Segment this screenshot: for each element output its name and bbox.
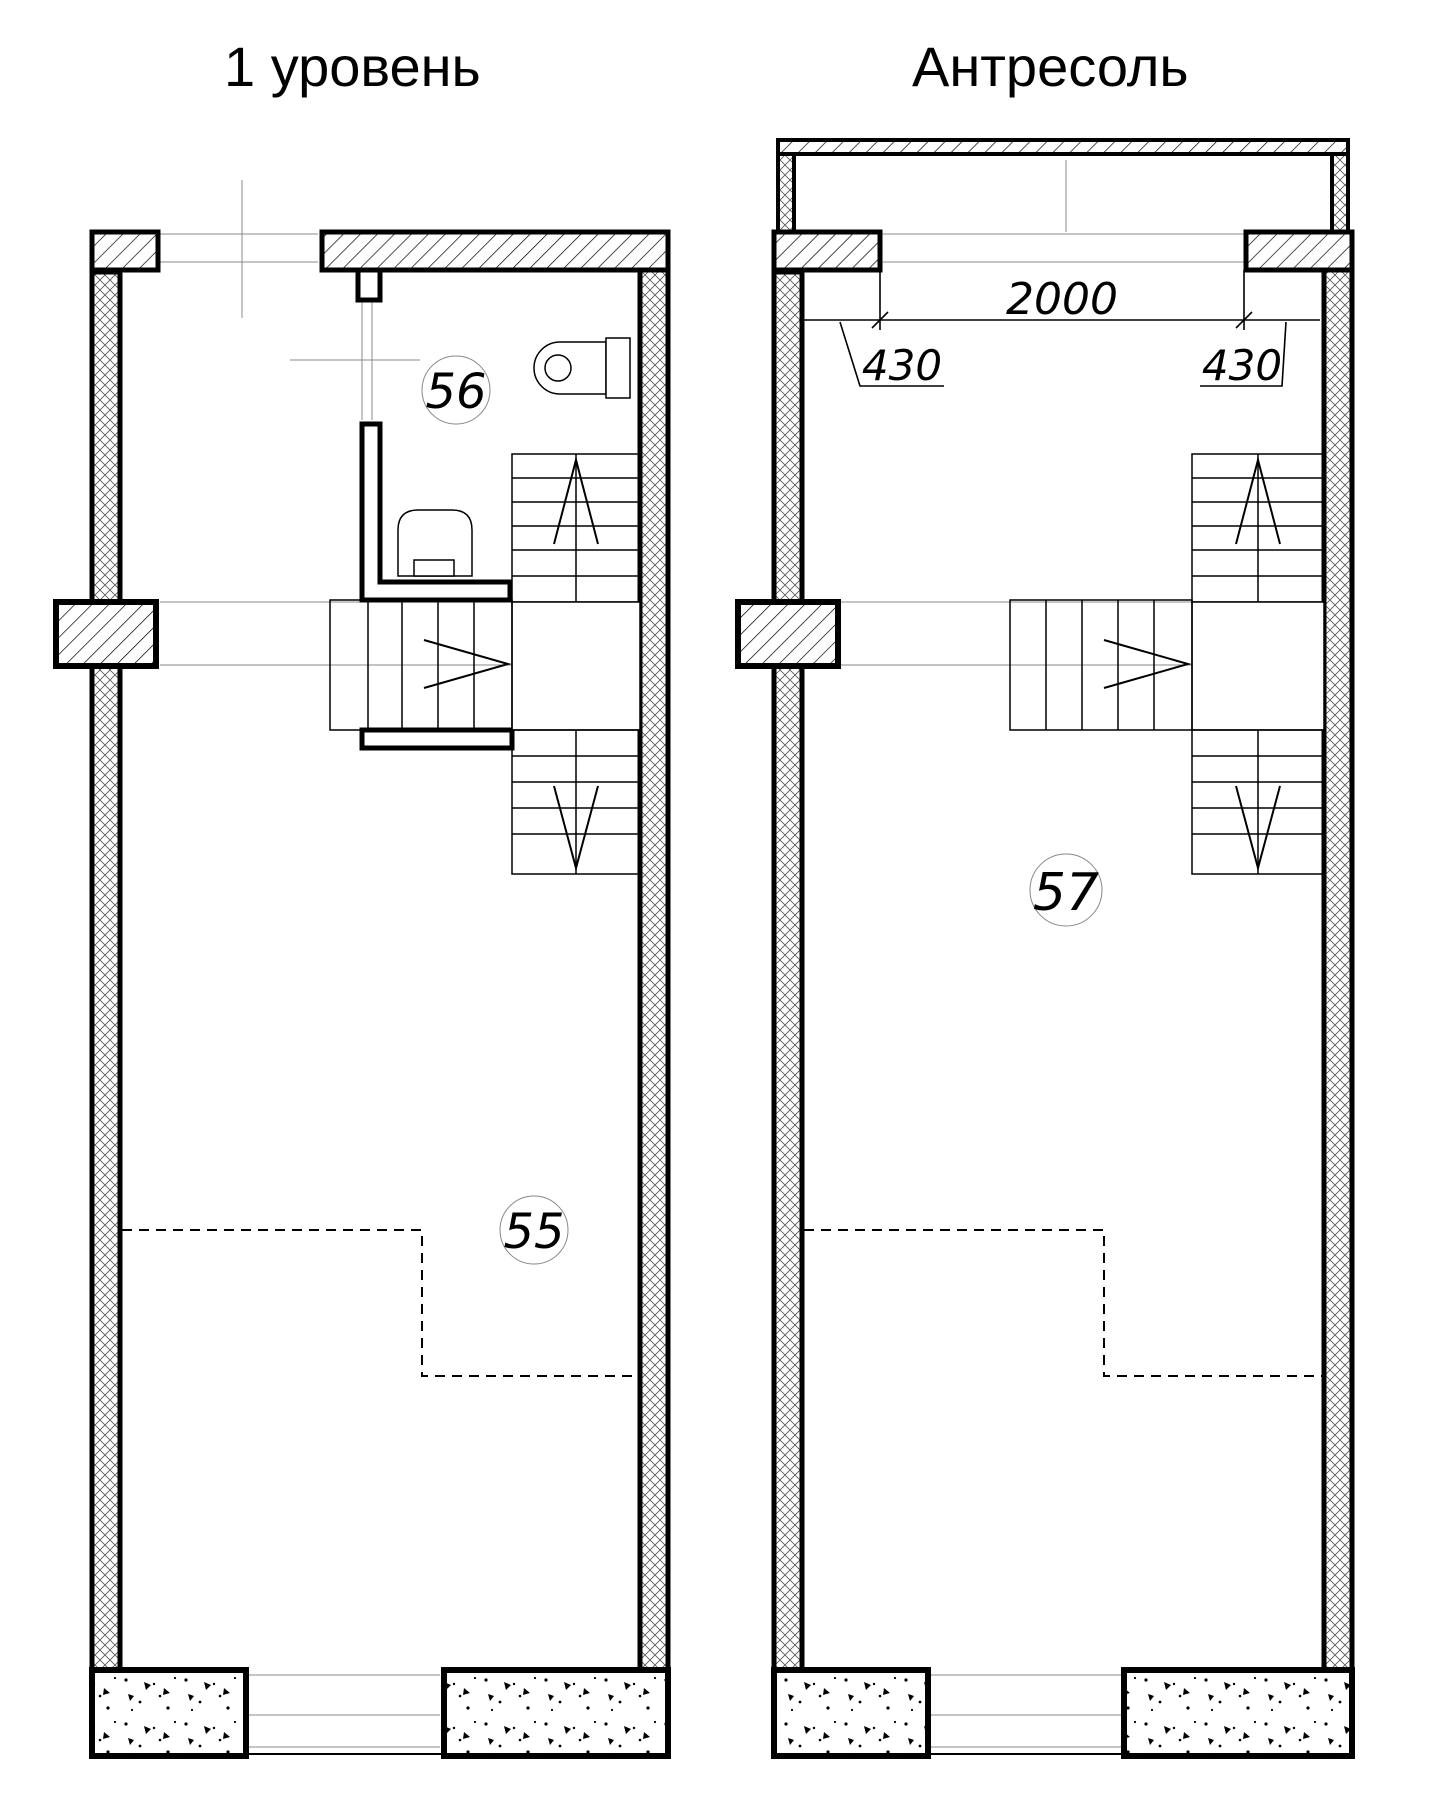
stair-arrow-icon — [1103, 456, 1281, 872]
dimension-opening: 2000 — [1006, 274, 1118, 325]
dimension-left-offset: 430 — [862, 341, 942, 390]
mezzanine-plan: 2000 430 430 — [735, 138, 1355, 1759]
level1-plan: 56 55 — [53, 180, 671, 1759]
level1-title: 1 уровень — [224, 35, 481, 98]
room-number-57: 57 — [1033, 863, 1099, 923]
toilet-icon — [533, 337, 631, 399]
room-marker-55: 55 — [499, 1195, 569, 1265]
room-number-55: 55 — [503, 1204, 564, 1260]
room-marker-56: 56 — [421, 355, 491, 425]
room-number-56: 56 — [425, 364, 486, 420]
room-marker-57: 57 — [1029, 853, 1103, 927]
mezzanine-title: Антресоль — [912, 35, 1189, 98]
stair-arrow-icon — [423, 456, 599, 872]
dimension-right-offset: 430 — [1202, 341, 1282, 390]
sink-icon — [397, 509, 473, 577]
